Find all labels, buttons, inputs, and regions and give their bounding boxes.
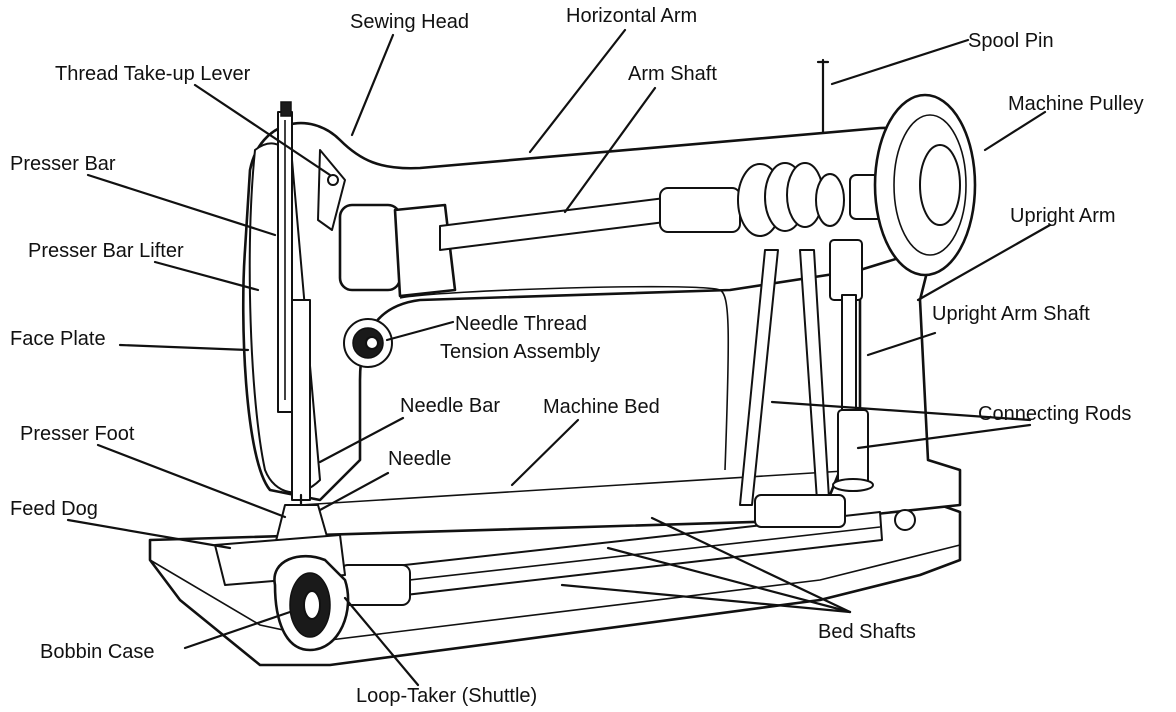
label-needle: Needle	[388, 448, 451, 470]
label-machine-pulley: Machine Pulley	[1008, 93, 1144, 115]
label-feed-dog: Feed Dog	[10, 498, 98, 520]
label-bed-shafts: Bed Shafts	[818, 621, 916, 643]
label-thread-take-up-lever: Thread Take-up Lever	[55, 63, 251, 85]
label-presser-bar: Presser Bar	[10, 153, 116, 175]
leader-lines	[66, 28, 1052, 687]
label-sewing-head: Sewing Head	[350, 11, 469, 33]
label-upright-arm-shaft: Upright Arm Shaft	[932, 303, 1090, 325]
label-needle-bar: Needle Bar	[400, 395, 500, 417]
label-horizontal-arm: Horizontal Arm	[566, 5, 697, 27]
labels: Sewing Head Horizontal Arm Spool Pin Thr…	[10, 5, 1144, 707]
needle-bar-rod	[291, 299, 311, 501]
label-face-plate: Face Plate	[10, 328, 106, 350]
label-connecting-rods: Connecting Rods	[978, 403, 1131, 425]
label-presser-foot: Presser Foot	[20, 423, 135, 445]
label-presser-bar-lifter: Presser Bar Lifter	[28, 240, 184, 262]
label-bobbin-case: Bobbin Case	[40, 641, 155, 663]
label-arm-shaft: Arm Shaft	[628, 63, 717, 85]
label-machine-bed: Machine Bed	[543, 396, 660, 418]
machine-illustration	[148, 58, 977, 667]
label-needle-thread: Needle Thread	[455, 313, 587, 335]
label-tension-assembly: Tension Assembly	[440, 341, 600, 363]
label-upright-arm: Upright Arm	[1010, 205, 1116, 227]
label-spool-pin: Spool Pin	[968, 30, 1054, 52]
label-loop-taker: Loop-Taker (Shuttle)	[356, 685, 537, 707]
